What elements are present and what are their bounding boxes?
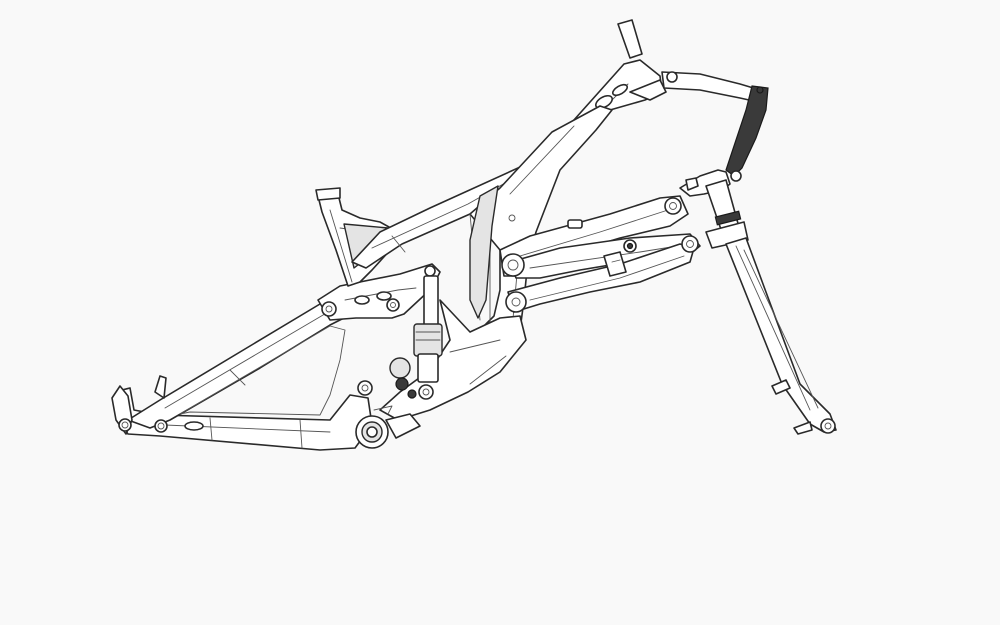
- link-pivot-upper-front: [664, 197, 682, 215]
- chainstay-logo-badge: [184, 421, 204, 431]
- rocker-pivot-front: [424, 265, 436, 277]
- front-axle: [820, 418, 836, 434]
- steering-collar: [714, 210, 742, 226]
- link-pivot-lower-frame: [505, 291, 527, 313]
- rear-axle: [118, 418, 132, 432]
- seat-tube-collar: [315, 187, 341, 201]
- link-pivot-upper-frame: [501, 253, 525, 277]
- steering-fork: [679, 169, 837, 435]
- chainstay: [117, 387, 373, 451]
- rocker-link: [317, 263, 441, 321]
- chainstay-pivot: [154, 419, 168, 433]
- rocker-pivot-mid: [386, 298, 400, 312]
- main-pivot: [357, 380, 373, 396]
- fork-leg: [725, 237, 837, 433]
- seatstay: [127, 291, 357, 429]
- rear-triangle: [111, 291, 373, 451]
- bottom-bracket: [355, 380, 421, 449]
- rocker-pivot-rear: [321, 301, 337, 317]
- rear-shock: [389, 275, 443, 400]
- shock-reservoir: [389, 357, 411, 379]
- head-tube-top: [617, 19, 643, 59]
- frame-window: [469, 185, 499, 319]
- lower-link: [507, 243, 695, 313]
- front-linkage: [499, 195, 701, 313]
- link-clamp: [603, 251, 627, 277]
- handlebar-stem: [661, 71, 769, 182]
- shock-mount-lower: [418, 384, 434, 400]
- link-pivot-lower-front: [681, 235, 699, 253]
